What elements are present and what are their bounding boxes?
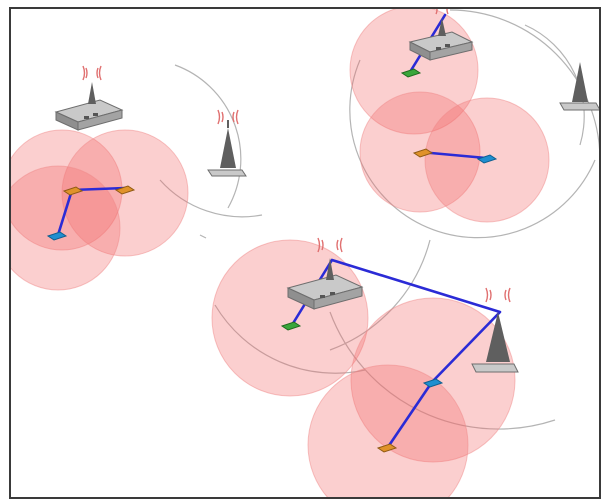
sensor-node-icon: [376, 443, 398, 453]
range-arc-bottom-a: [329, 239, 431, 351]
coverage-circle: [10, 165, 121, 291]
antenna-tower-icon: [559, 62, 600, 111]
wireless-signal-icon: [82, 65, 102, 81]
range-arc-left: [174, 64, 242, 209]
range-arc-left-lower: [159, 179, 263, 218]
tower-bottom-right: [471, 287, 519, 373]
tower-left: [207, 109, 247, 177]
router-icon: [54, 82, 124, 131]
antenna-tower-icon: [207, 120, 247, 177]
range-arc-top-right-c: [524, 24, 585, 146]
range-arc-top-right-a: [349, 59, 596, 239]
sensor-node-icon: [46, 231, 68, 241]
diagram-frame: [9, 7, 601, 499]
sensor-node-icon: [280, 321, 302, 331]
range-arcs: [159, 9, 600, 430]
sensor-nodes: [46, 68, 498, 453]
router-top-right: [408, 8, 474, 61]
range-arc-bottom-b: [329, 311, 556, 430]
sensor-node-icon: [114, 185, 136, 195]
sensor-node-icon: [422, 378, 444, 388]
wireless-signal-icon: [435, 8, 449, 15]
router-left: [54, 65, 124, 131]
router-bottom: [286, 237, 364, 310]
sensor-node-icon: [412, 148, 434, 158]
wireless-signal-icon: [485, 287, 511, 303]
range-arc-top-right-b: [449, 9, 600, 161]
sensor-node-icon: [476, 154, 498, 164]
router-icon: [408, 18, 474, 61]
router-icon: [286, 258, 364, 310]
wireless-signal-icon: [317, 237, 343, 253]
coverage-circle: [307, 364, 469, 498]
wireless-signal-icon: [217, 109, 239, 125]
sensor-node-icon: [62, 186, 84, 196]
range-arc-bottom-d: [199, 234, 207, 239]
sensor-node-icon: [400, 68, 422, 78]
range-arc-bottom-c: [214, 304, 366, 374]
antenna-tower-icon: [471, 312, 519, 373]
tower-top-right: [559, 62, 600, 111]
